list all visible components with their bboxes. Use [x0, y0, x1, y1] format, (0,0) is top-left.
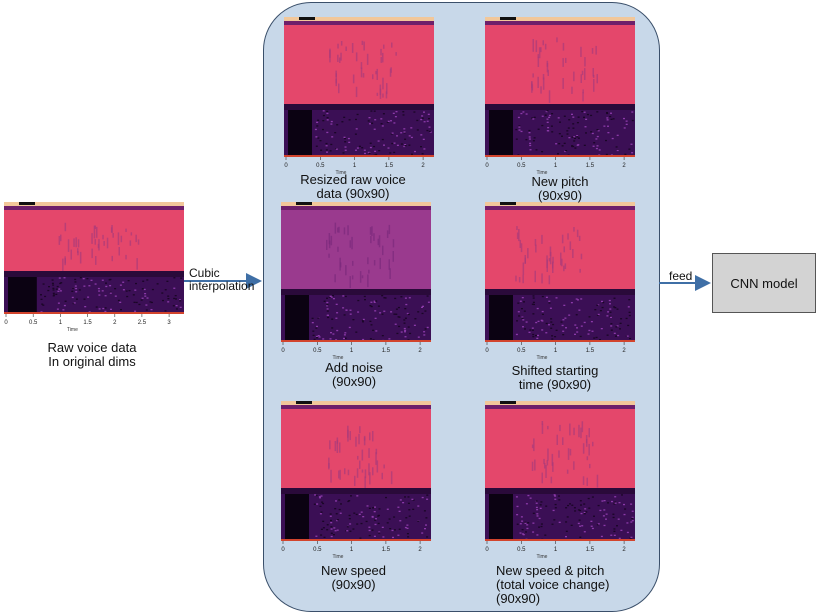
interpolation-label-line: Cubic — [189, 266, 220, 280]
tick-label: 1 — [554, 163, 558, 169]
tick-label: 1.5 — [382, 348, 391, 354]
caption-line: Add noise — [325, 360, 383, 375]
tick-label: 1.5 — [385, 163, 394, 169]
spectrogram-image — [4, 202, 184, 314]
tick-label: 2 — [421, 163, 425, 169]
axis-label: Time — [537, 170, 548, 176]
caption-line: New pitch — [531, 174, 589, 189]
caption-line: (90x90) — [496, 591, 541, 606]
axis-label: Time — [67, 327, 78, 333]
caption-new-speed: New speed (90x90) — [296, 564, 411, 592]
axis-label: Time — [333, 355, 344, 361]
caption-line: (total voice change) — [496, 577, 610, 592]
axis-label: Time — [336, 170, 347, 176]
axis-label: Time — [537, 554, 548, 560]
caption-line: (90x90) — [537, 188, 583, 203]
caption-line: (90x90) — [331, 374, 377, 389]
tick-label: 1.5 — [586, 547, 595, 553]
tick-label: 0.5 — [313, 348, 322, 354]
tick-label: 0 — [281, 348, 285, 354]
tick-label: 1 — [350, 547, 354, 553]
tick-label: 0 — [284, 163, 288, 169]
feed-label: feed — [669, 269, 693, 283]
tick-label: 1 — [353, 163, 357, 169]
tick-label: 0 — [485, 163, 489, 169]
caption-line: (90x90) — [331, 577, 376, 592]
caption-line: Shifted starting — [511, 363, 599, 378]
tick-label: 2 — [418, 348, 422, 354]
caption-line: data (90x90) — [316, 186, 390, 201]
raw-caption-line: In original dims — [48, 354, 136, 369]
tick-label: 2 — [622, 348, 626, 354]
tick-label: 1.5 — [586, 163, 595, 169]
tick-label: 3 — [167, 320, 171, 326]
caption-add-noise: Add noise (90x90) — [299, 361, 409, 389]
tick-label: 2 — [418, 547, 422, 553]
tick-label: 1 — [554, 547, 558, 553]
spectrogram-image — [485, 401, 635, 541]
caption-line: Resized raw voice — [300, 172, 406, 187]
tick-label: 2 — [113, 320, 117, 326]
tick-label: 2.5 — [138, 320, 147, 326]
spectrogram-image — [281, 202, 431, 342]
interpolation-label-line: interpolation — [189, 279, 255, 293]
raw-caption: Raw voice data In original dims — [22, 341, 162, 369]
tick-label: 0.5 — [313, 547, 322, 553]
spectrogram-image — [485, 17, 635, 157]
axis-label: Time — [537, 355, 548, 361]
tick-label: 0.5 — [316, 163, 325, 169]
spectrogram-image — [485, 202, 635, 342]
tick-label: 0 — [485, 348, 489, 354]
tick-label: 1.5 — [586, 348, 595, 354]
tick-label: 1 — [59, 320, 63, 326]
raw-caption-line: Raw voice data — [47, 340, 137, 355]
tick-label: 0 — [485, 547, 489, 553]
tick-label: 0.5 — [517, 348, 526, 354]
tick-label: 0 — [281, 547, 285, 553]
cnn-model-box: CNN model — [712, 253, 816, 313]
cnn-model-label: CNN model — [730, 275, 798, 291]
tick-label: 0.5 — [517, 163, 526, 169]
caption-speed-pitch: New speed & pitch (total voice change) (… — [496, 564, 621, 606]
caption-shifted-start: Shifted starting time (90x90) — [490, 364, 620, 392]
tick-label: 0.5 — [29, 320, 38, 326]
tick-label: 1.5 — [83, 320, 92, 326]
tick-label: 1.5 — [382, 547, 391, 553]
tick-label: 0.5 — [517, 547, 526, 553]
caption-line: New speed — [320, 563, 387, 578]
caption-line: New speed & pitch — [496, 563, 605, 578]
tick-label: 1 — [350, 348, 354, 354]
tick-label: 0 — [4, 320, 8, 326]
spectrogram-image — [284, 17, 434, 157]
tick-label: 1 — [554, 348, 558, 354]
tick-label: 2 — [622, 163, 626, 169]
caption-line: time (90x90) — [518, 377, 592, 392]
spectrogram-image — [281, 401, 431, 541]
axis-label: Time — [333, 554, 344, 560]
caption-new-pitch: New pitch (90x90) — [505, 175, 615, 203]
caption-resized: Resized raw voice data (90x90) — [288, 173, 418, 201]
tick-label: 2 — [622, 547, 626, 553]
interpolation-label: Cubic interpolation — [189, 267, 254, 293]
